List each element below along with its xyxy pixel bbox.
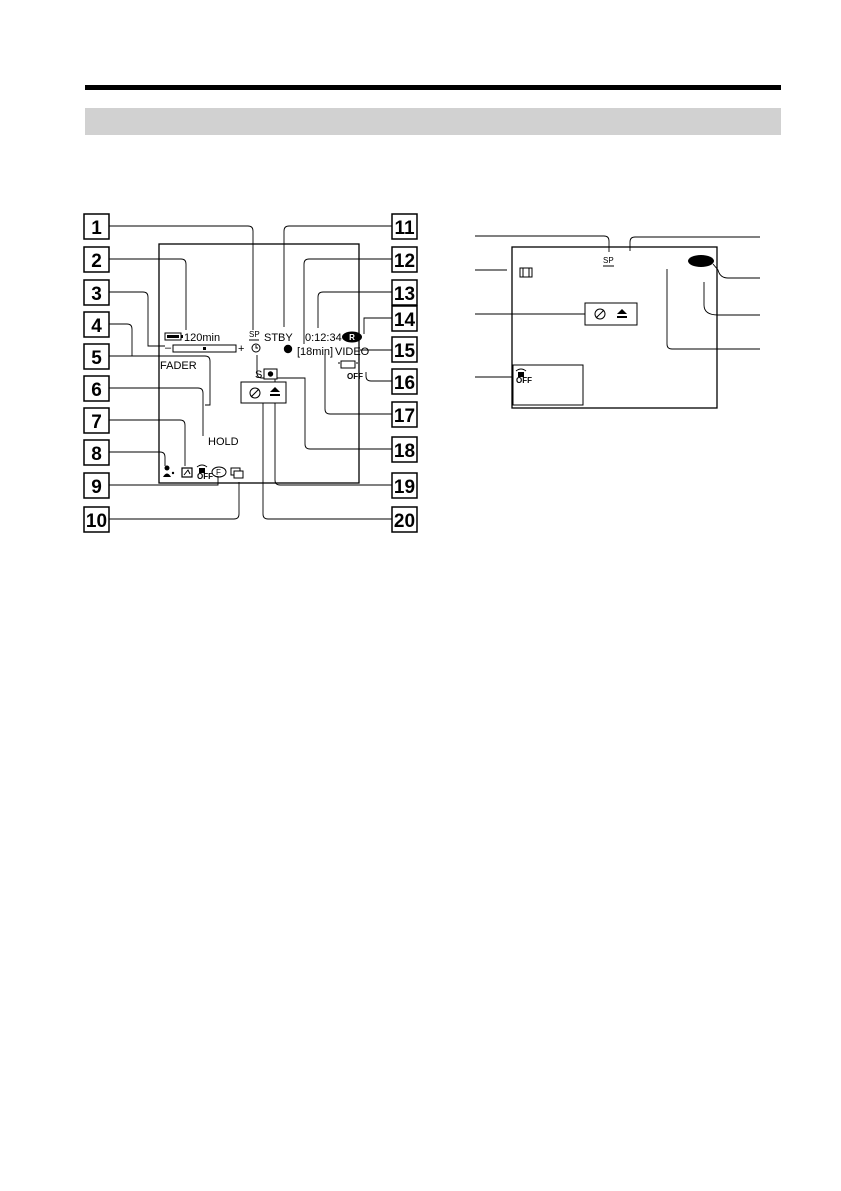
tape-counter: 0:12:34	[305, 332, 342, 344]
svg-text:2: 2	[91, 251, 102, 272]
svg-text:5: 5	[91, 348, 102, 369]
svg-text:7: 7	[91, 412, 102, 433]
callout-19: 19	[392, 473, 417, 498]
warning-box-right	[585, 303, 637, 325]
svg-text:17: 17	[394, 406, 415, 427]
callout-20: 20	[392, 507, 417, 532]
svg-text:14: 14	[394, 310, 416, 331]
fader-label: FADER	[160, 360, 197, 372]
svg-text:SP: SP	[249, 330, 260, 339]
svg-text:12: 12	[394, 251, 415, 272]
callout-11: 11	[392, 214, 417, 239]
s-label: S	[255, 369, 262, 381]
picture-effect-icon	[182, 468, 192, 477]
svg-text:R: R	[349, 333, 355, 342]
burst-mode-icon	[231, 468, 243, 478]
callout-7: 7	[84, 408, 109, 433]
svg-text:1: 1	[91, 218, 102, 239]
zoom-minus: –	[165, 342, 172, 354]
svg-text:16: 16	[394, 373, 415, 394]
callout-2: 2	[84, 247, 109, 272]
record-dot-icon	[284, 345, 292, 353]
callout-13: 13	[392, 280, 417, 305]
self-timer-icon	[252, 344, 260, 352]
standby-status: STBY	[264, 332, 293, 344]
callout-10: 10	[84, 507, 109, 532]
callout-4: 4	[84, 312, 109, 337]
svg-text:20: 20	[394, 511, 415, 532]
battery-icon	[165, 333, 183, 340]
rec-mode-sp-icon-right: SP	[603, 256, 614, 266]
remaining-time: [18min]	[297, 346, 333, 358]
callout-14: 14	[392, 306, 417, 331]
svg-text:19: 19	[394, 477, 415, 498]
callout-16: 16	[392, 369, 417, 394]
callout-5: 5	[84, 344, 109, 369]
memory-eye-icon	[264, 369, 277, 379]
steadyshot-box	[513, 365, 583, 405]
svg-text:3: 3	[91, 284, 102, 305]
steadyshot-off-icon: OFF	[197, 465, 213, 481]
svg-text:10: 10	[86, 511, 107, 532]
zoom-bar-indicator	[203, 347, 206, 350]
hold-label: HOLD	[208, 436, 239, 448]
battery-time: 120min	[184, 332, 220, 344]
warning-box	[241, 382, 286, 403]
portrait-mode-icon	[163, 466, 174, 478]
svg-text:4: 4	[91, 316, 102, 337]
film-strip-icon	[520, 268, 532, 277]
svg-text:6: 6	[91, 380, 102, 401]
svg-text:F: F	[216, 468, 221, 477]
svg-text:11: 11	[394, 218, 415, 239]
svg-text:9: 9	[91, 477, 102, 498]
zoom-plus: +	[238, 343, 244, 355]
callout-15: 15	[392, 337, 417, 362]
callout-6: 6	[84, 376, 109, 401]
svg-text:OFF: OFF	[347, 372, 363, 381]
callout-9: 9	[84, 473, 109, 498]
cassette-type-icon: R	[342, 332, 362, 343]
rec-mode-sp-icon: SP	[249, 330, 260, 340]
callout-1: 1	[84, 214, 109, 239]
svg-text:13: 13	[394, 284, 415, 305]
digital-effect-icon: F	[212, 467, 226, 477]
svg-text:18: 18	[394, 441, 415, 462]
svg-text:8: 8	[91, 444, 102, 465]
cassette-memory-badge	[688, 255, 714, 267]
callout-18: 18	[392, 437, 417, 462]
video-input-label: VIDEO	[335, 346, 370, 358]
svg-text:OFF: OFF	[516, 376, 532, 385]
svg-text:OFF: OFF	[197, 472, 213, 481]
svg-text:SP: SP	[603, 256, 614, 265]
svg-text:15: 15	[394, 341, 416, 362]
callout-17: 17	[392, 402, 417, 427]
callout-3: 3	[84, 280, 109, 305]
callout-12: 12	[392, 247, 417, 272]
callout-8: 8	[84, 440, 109, 465]
